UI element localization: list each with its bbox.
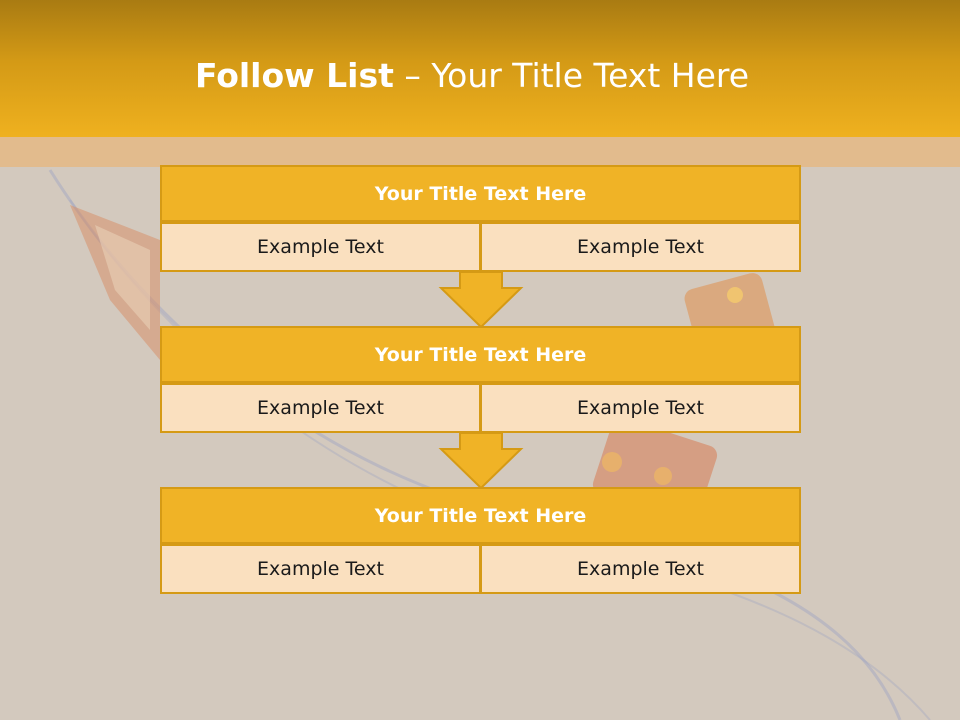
down-arrow-icon [438, 432, 524, 490]
title-bold: Follow List [194, 56, 394, 95]
step-title: Your Title Text Here [160, 326, 801, 383]
step-title: Your Title Text Here [160, 165, 801, 222]
step-cell-left: Example Text [160, 222, 481, 272]
step-cell-left: Example Text [160, 383, 481, 433]
down-arrow-icon [438, 271, 524, 329]
slide-title: Follow List – Your Title Text Here [0, 50, 944, 102]
decorative-arrow-shape [95, 225, 150, 330]
step-cell-right: Example Text [480, 222, 801, 272]
step-cell-right: Example Text [480, 383, 801, 433]
slide-header [0, 0, 960, 137]
decorative-die-pip [727, 287, 743, 303]
decorative-die-pip [602, 452, 622, 472]
decorative-die-pip [654, 467, 672, 485]
step-cell-right: Example Text [480, 544, 801, 594]
title-rest: – Your Title Text Here [393, 56, 750, 95]
step-title: Your Title Text Here [160, 487, 801, 544]
step-cell-left: Example Text [160, 544, 481, 594]
header-band [0, 137, 960, 167]
